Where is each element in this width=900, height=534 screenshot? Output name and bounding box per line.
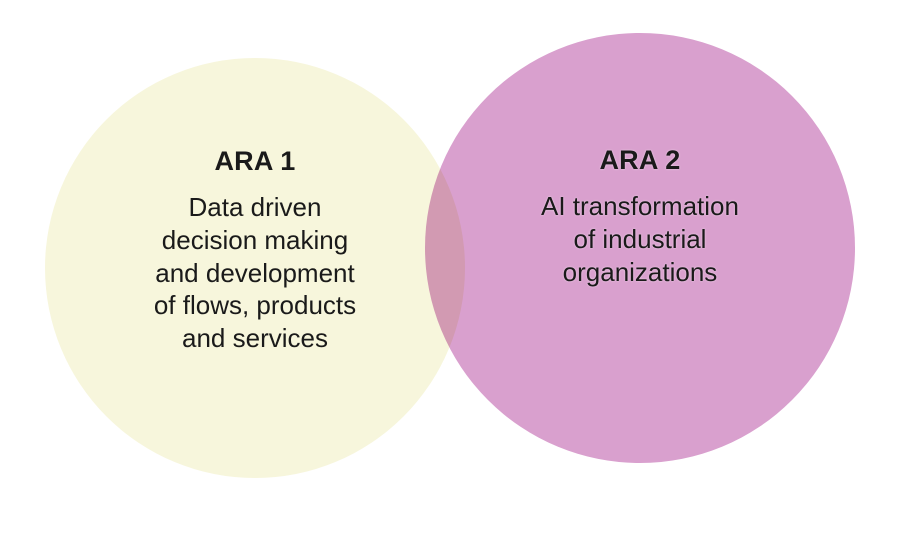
circle-ara1-description: Data driven decision making and developm… xyxy=(153,192,357,353)
circle-ara2-description: AI transformation of industrial organiza… xyxy=(541,191,739,287)
venn-circle-ara1: ARA 1 Data driven decision making and de… xyxy=(45,58,465,478)
venn-circle-ara2: ARA 2 AI transformation of industrial or… xyxy=(425,33,855,463)
circle-ara2-title: ARA 2 xyxy=(599,145,681,175)
circle-ara1-title: ARA 1 xyxy=(214,146,296,176)
